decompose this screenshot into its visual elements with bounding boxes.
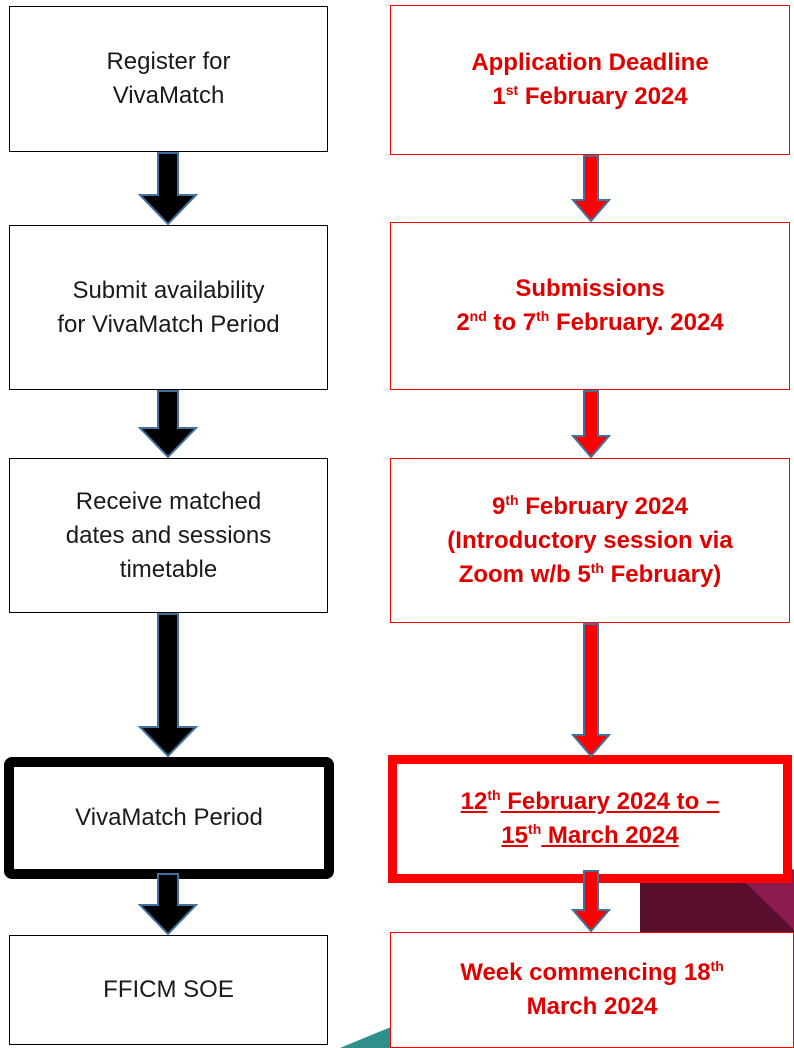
- arrow-down-right-2: [571, 390, 611, 458]
- step-register-line2: VivaMatch: [112, 82, 225, 109]
- step-register-box: Register for VivaMatch: [9, 6, 328, 152]
- arrow-down-left-3: [138, 613, 198, 757]
- date-match-release-line3: Zoom w/b 5th February): [458, 559, 722, 588]
- step-fficm-soe-box: FFICM SOE: [9, 935, 328, 1045]
- date-vivamatch-period-line1: 12th February 2024 to –: [460, 787, 720, 815]
- date-application-deadline-box: Application Deadline 1st February 2024: [390, 5, 790, 155]
- date-application-deadline-line1: Application Deadline: [471, 49, 709, 76]
- arrow-down-left-2: [138, 390, 198, 458]
- arrow-down-left-4: [138, 873, 198, 935]
- date-submissions-line2: 2nd to 7th February. 2024: [456, 308, 724, 336]
- date-match-release-line2: (Introductory session via: [447, 526, 733, 554]
- arrow-down-left-1: [138, 152, 198, 225]
- step-submit-line2: for VivaMatch Period: [57, 310, 280, 338]
- arrow-down-right-1: [571, 155, 611, 222]
- date-submissions-line1: Submissions: [515, 275, 665, 302]
- date-submissions-box: Submissions 2nd to 7th February. 2024: [390, 222, 790, 390]
- arrow-down-right-4: [571, 870, 611, 932]
- date-vivamatch-period-line2: 15th March 2024: [501, 821, 679, 849]
- step-vivamatch-period-line1: VivaMatch Period: [75, 804, 263, 831]
- step-vivamatch-period-box: VivaMatch Period: [4, 757, 334, 879]
- date-application-deadline-line2: 1st February 2024: [492, 82, 688, 110]
- step-receive-box: Receive matched dates and sessions timet…: [9, 458, 328, 613]
- step-receive-line3: timetable: [119, 555, 218, 583]
- date-match-release-box: 9th February 2024 (Introductory session …: [390, 458, 790, 623]
- step-submit-line1: Submit availability: [72, 276, 265, 304]
- step-receive-line2: dates and sessions: [65, 521, 272, 549]
- date-exam-week-box: Week commencing 18th March 2024: [390, 932, 794, 1048]
- date-exam-week-line1: Week commencing 18th: [460, 958, 724, 986]
- step-submit-box: Submit availability for VivaMatch Period: [9, 225, 328, 390]
- date-exam-week-line2: March 2024: [526, 993, 658, 1020]
- step-fficm-soe-line1: FFICM SOE: [103, 976, 234, 1003]
- date-match-release-line1: 9th February 2024: [491, 491, 688, 520]
- step-register-line1: Register for: [106, 48, 231, 75]
- arrow-down-right-3: [571, 623, 611, 757]
- date-vivamatch-period-box: 12th February 2024 to – 15th March 2024: [388, 755, 792, 883]
- step-receive-line1: Receive matched: [75, 487, 262, 515]
